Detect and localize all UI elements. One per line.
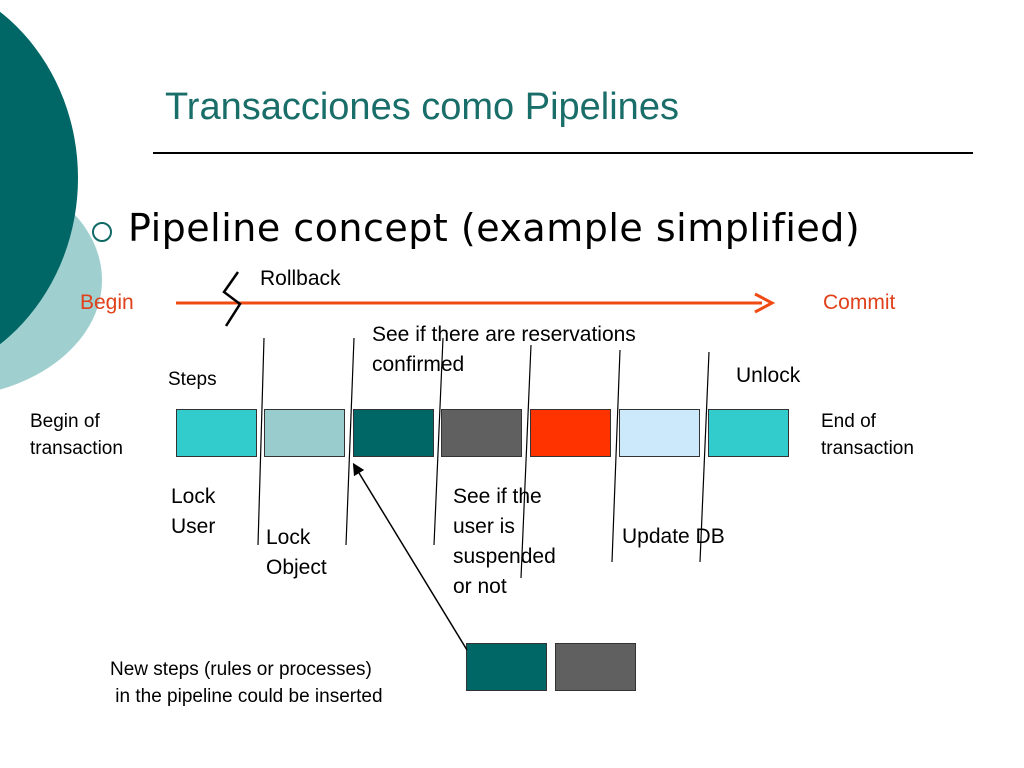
new-step-block (466, 643, 547, 691)
slide-title: Transacciones como Pipelines (165, 86, 679, 128)
rollback-label: Rollback (260, 267, 341, 290)
step-block (619, 409, 700, 457)
deco-dark-circle (0, 11, 78, 345)
new-step-block (555, 643, 636, 691)
commit-label: Commit (823, 291, 896, 314)
step-block (176, 409, 257, 457)
suspended-check-label: See if the user is suspended or not (453, 485, 556, 598)
begin-of-transaction-label: Begin of transaction (30, 411, 123, 459)
begin-label: Begin (80, 291, 134, 314)
bullet-text: Pipeline concept (example simplified) (128, 206, 861, 250)
lock-user-label: Lock User (171, 485, 216, 538)
title-divider (153, 152, 973, 154)
step-block (264, 409, 345, 457)
reservations-label: See if there are reservations confirmed (372, 323, 636, 376)
update-db-label: Update DB (622, 525, 725, 548)
step-block (530, 409, 611, 457)
step-block (708, 409, 789, 457)
step-block (353, 409, 434, 457)
bullet-circle-icon (92, 222, 112, 242)
end-of-transaction-label: End of transaction (821, 411, 914, 459)
steps-label: Steps (168, 369, 217, 390)
new-steps-caption: New steps (rules or processes) in the pi… (110, 659, 383, 707)
lock-object-label: Lock Object (266, 526, 327, 579)
step-block (441, 409, 522, 457)
unlock-label: Unlock (736, 364, 801, 387)
